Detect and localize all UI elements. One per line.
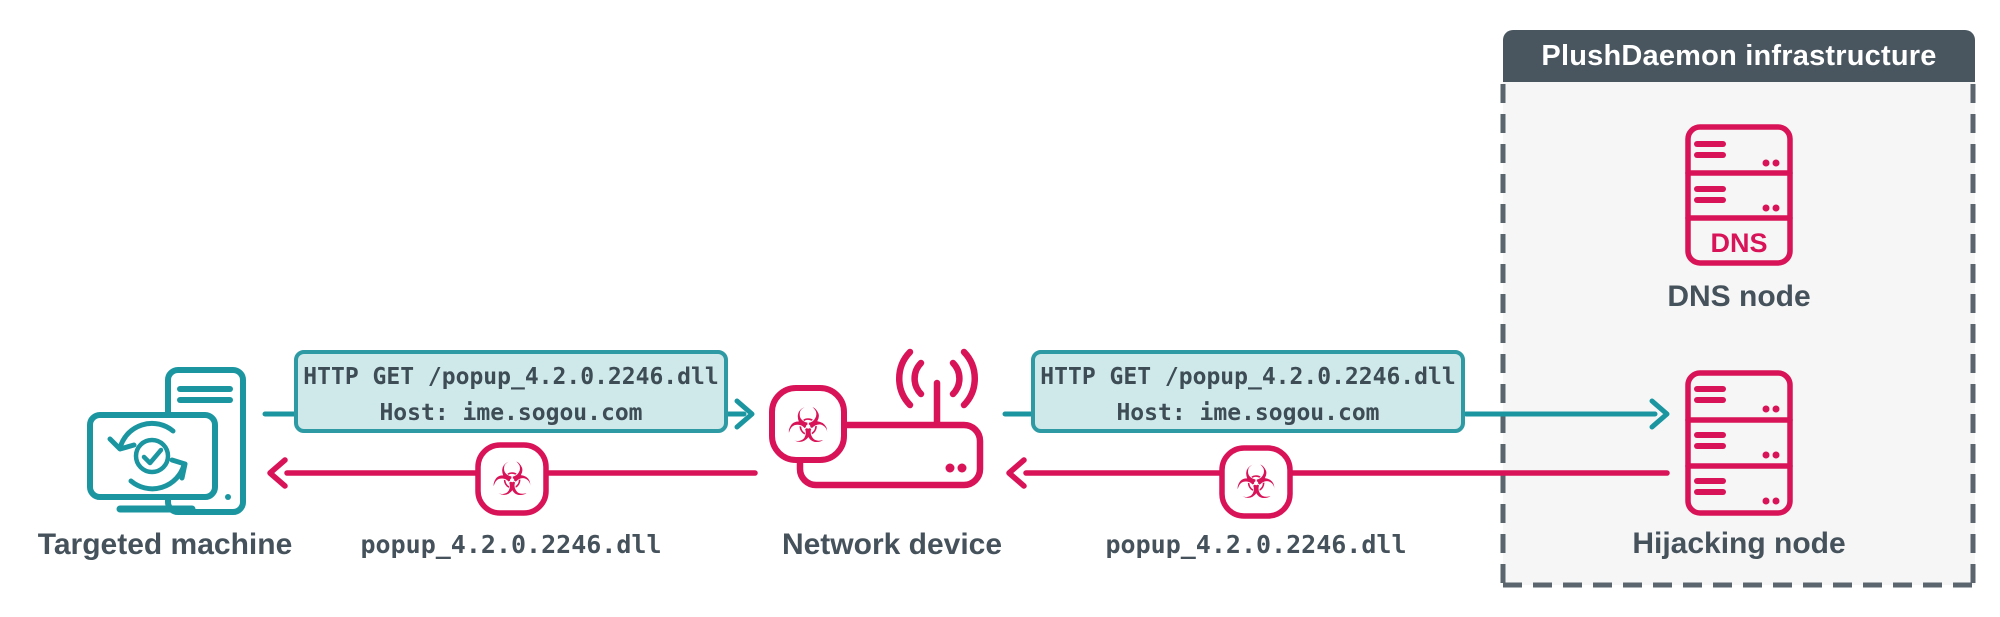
- svg-text:☣: ☣: [491, 452, 532, 506]
- response-payload-label-left: popup_4.2.0.2246.dll: [360, 530, 662, 559]
- request-arrow-right: [1002, 398, 1670, 430]
- hijacking-node-icon: [1685, 370, 1793, 516]
- dns-node-icon: DNS: [1685, 124, 1793, 266]
- dns-icon-text: DNS: [1710, 228, 1767, 258]
- http-request-box-right: HTTP GET /popup_4.2.0.2246.dll Host: ime…: [1031, 350, 1465, 433]
- targeted-machine-label: Targeted machine: [37, 528, 293, 561]
- http-request-line1: HTTP GET /popup_4.2.0.2246.dll: [1040, 364, 1456, 390]
- http-request-line2: Host: ime.sogou.com: [379, 400, 643, 426]
- plushdaemon-infrastructure-panel: PlushDaemon infrastructure: [1503, 30, 1975, 585]
- network-device-label: Network device: [781, 528, 1003, 561]
- http-request-line2: Host: ime.sogou.com: [1116, 400, 1380, 426]
- hijacking-node-label: Hijacking node: [1632, 527, 1846, 560]
- panel-body: [1503, 82, 1975, 585]
- biohazard-icon: ☣: [1219, 445, 1293, 519]
- http-request-line1: HTTP GET /popup_4.2.0.2246.dll: [303, 364, 719, 390]
- response-payload-label-right: popup_4.2.0.2246.dll: [1105, 530, 1407, 559]
- panel-title: PlushDaemon infrastructure: [1503, 30, 1975, 82]
- network-device-icon: ☣: [769, 348, 984, 489]
- dns-node-label: DNS node: [1667, 280, 1811, 313]
- response-arrow-right: [1006, 457, 1670, 489]
- biohazard-icon: ☣: [475, 442, 549, 516]
- panel-dashed-border: [1500, 84, 1976, 588]
- svg-text:☣: ☣: [1235, 455, 1276, 509]
- biohazard-icon: ☣: [786, 398, 829, 454]
- targeted-machine-icon: [87, 367, 246, 515]
- http-request-box-left: HTTP GET /popup_4.2.0.2246.dll Host: ime…: [294, 350, 728, 433]
